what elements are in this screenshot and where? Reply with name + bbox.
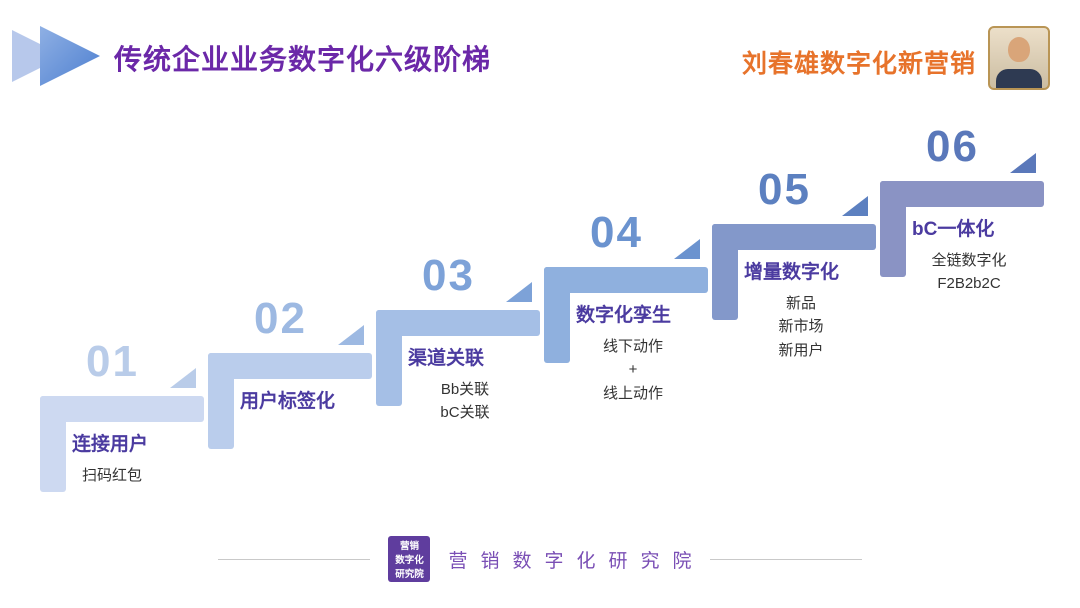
step-desc-line: 新用户	[778, 341, 824, 359]
step-bar-horizontal	[40, 396, 204, 422]
footer: 营销 数字化 研究院 营销数字化研究院	[0, 536, 1080, 582]
logo-line: 研究院	[395, 568, 424, 580]
chevron-right-icon	[12, 26, 107, 86]
step-desc-line: 新品	[785, 295, 816, 312]
step-bar-horizontal	[376, 310, 540, 336]
step-desc-line: 新市场	[778, 318, 824, 336]
step-description: 扫码红包	[70, 464, 188, 487]
step-title: 用户标签化	[240, 391, 336, 412]
triangle-icon	[506, 282, 532, 302]
step-bar-horizontal	[544, 267, 708, 293]
step-description: 线下动作 + 线上动作	[574, 335, 692, 405]
step-desc-line: +	[628, 361, 638, 379]
logo-line: 数字化	[395, 554, 424, 566]
step-desc-line: 线下动作	[602, 338, 663, 355]
avatar-body-icon	[996, 69, 1042, 88]
step-bar-vertical	[880, 181, 906, 277]
step-desc-line: bC关联	[440, 404, 490, 422]
step-desc-line: 扫码红包	[82, 467, 143, 484]
step-title: 增量数字化	[744, 262, 840, 283]
chevron-dark-icon	[40, 26, 100, 86]
step-bar-vertical	[712, 224, 738, 320]
step-desc-line: 线上动作	[602, 384, 663, 402]
step-bar-horizontal	[208, 353, 372, 379]
divider	[218, 558, 371, 560]
step-bar-vertical	[376, 310, 402, 406]
step-title: 数字化孪生	[576, 305, 672, 326]
logo-line: 营销	[399, 541, 419, 552]
step-bar-vertical	[208, 353, 234, 449]
step-description: 新品 新市场 新用户	[742, 292, 860, 362]
institute-logo: 营销 数字化 研究院	[388, 536, 431, 582]
step-bar-horizontal	[880, 181, 1044, 207]
step-number: 04	[590, 208, 643, 257]
step-bar-horizontal	[712, 224, 876, 250]
step-bar-vertical	[40, 396, 66, 492]
avatar-head-icon	[1008, 37, 1030, 62]
step-number: 03	[422, 251, 475, 300]
brand-name: 刘春雄数字化新营销	[741, 50, 976, 78]
triangle-icon	[338, 325, 364, 345]
triangle-icon	[170, 368, 196, 388]
step-description: 全链数字化 F2B2b2C	[910, 249, 1028, 296]
step-number: 06	[926, 122, 979, 171]
step-bar-vertical	[544, 267, 570, 363]
step-description: Bb关联 bC关联	[406, 378, 524, 425]
step-title: 连接用户	[72, 434, 149, 455]
page-title: 传统企业业务数字化六级阶梯	[114, 44, 492, 75]
step-number: 01	[86, 337, 139, 386]
triangle-icon	[674, 239, 700, 259]
step-number: 05	[758, 165, 811, 214]
institute-name: 营销数字化研究院	[448, 550, 705, 572]
step-number: 02	[254, 294, 307, 343]
step-title: bC一体化	[912, 219, 995, 240]
triangle-icon	[1010, 153, 1036, 173]
avatar	[988, 26, 1050, 90]
divider	[709, 558, 862, 560]
step-desc-line: Bb关联	[440, 381, 490, 398]
step-desc-line: F2B2b2C	[937, 275, 1001, 293]
step-desc-line: 全链数字化	[931, 252, 1007, 269]
triangle-icon	[842, 196, 868, 216]
step-title: 渠道关联	[408, 348, 485, 369]
